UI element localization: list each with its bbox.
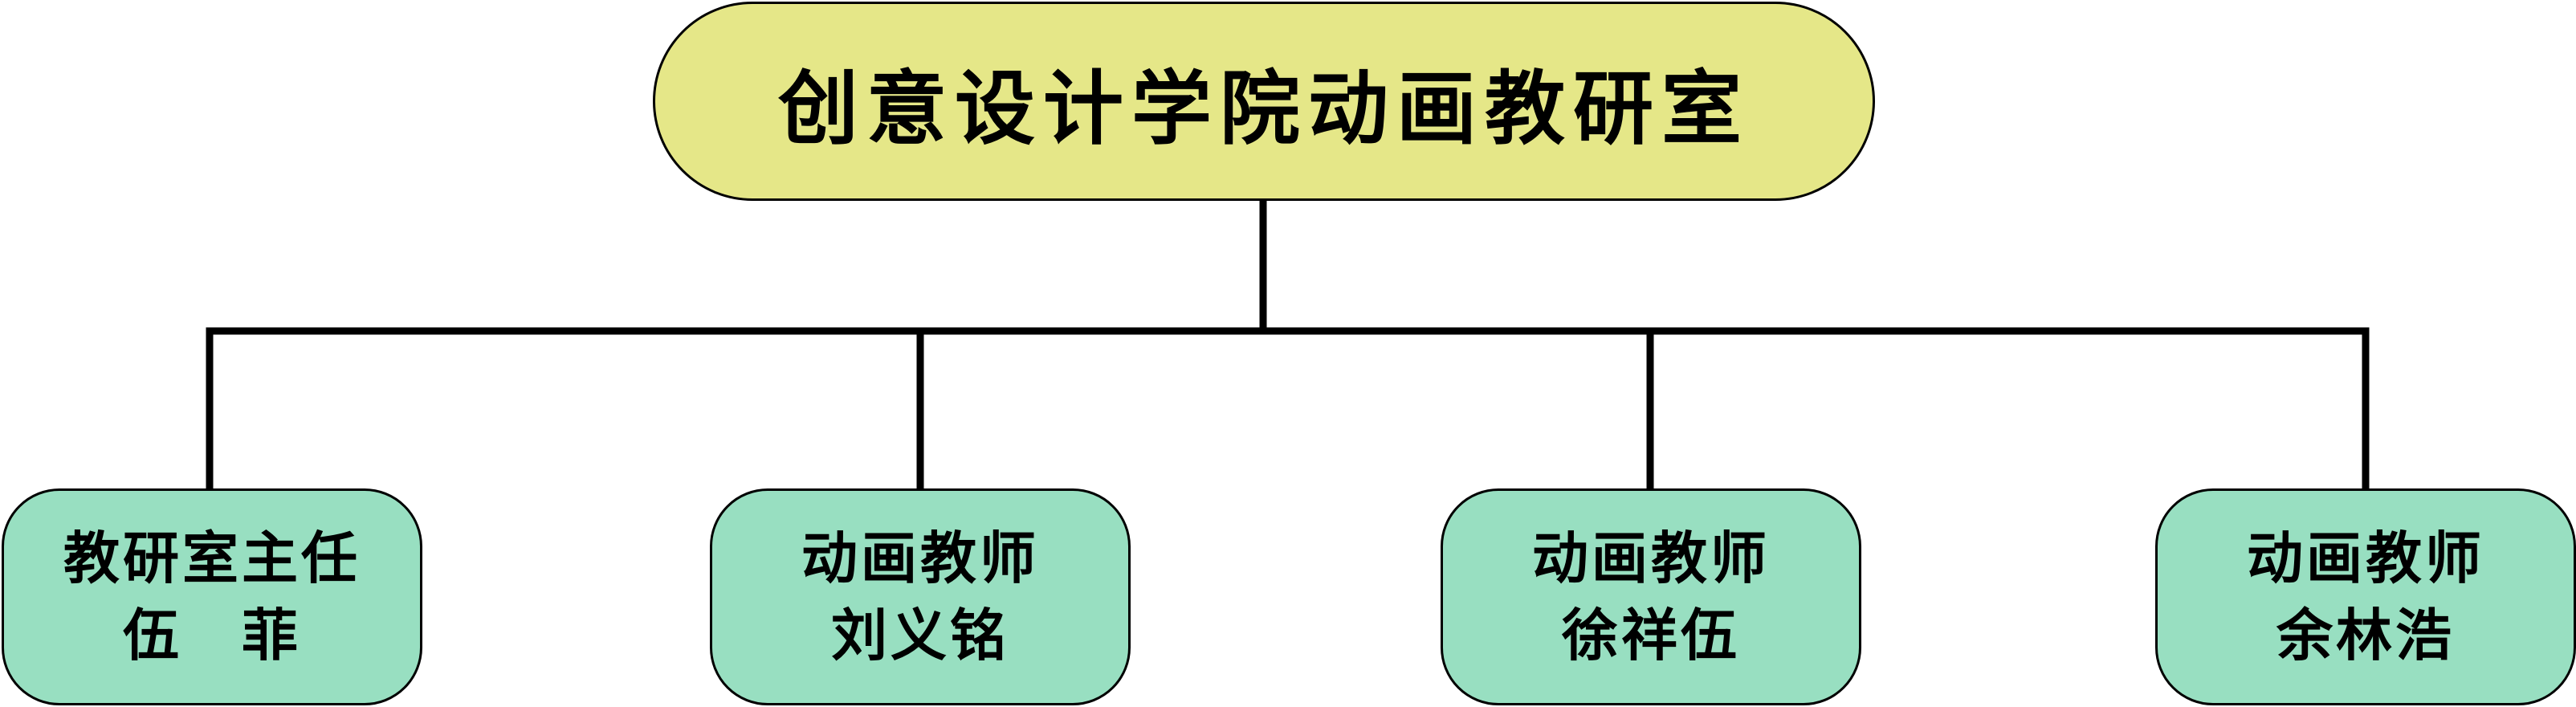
member-node-director: 教研室主任 伍 菲 (2, 488, 422, 705)
member-role: 动画教师 (2247, 525, 2484, 591)
member-role: 动画教师 (1532, 525, 1770, 591)
member-name: 余林浩 (2276, 603, 2455, 668)
member-node-teacher-3: 动画教师 余林浩 (2155, 488, 2576, 705)
member-name: 伍 菲 (123, 603, 301, 668)
member-node-teacher-1: 动画教师 刘义铭 (710, 488, 1131, 705)
member-name: 徐祥伍 (1562, 603, 1740, 668)
root-node: 创意设计学院动画教研室 (653, 2, 1875, 201)
member-role: 动画教师 (801, 525, 1039, 591)
member-name: 刘义铭 (831, 603, 1009, 668)
member-node-teacher-2: 动画教师 徐祥伍 (1441, 488, 1861, 705)
root-node-label: 创意设计学院动画教研室 (778, 61, 1750, 156)
member-role: 教研室主任 (63, 525, 361, 591)
